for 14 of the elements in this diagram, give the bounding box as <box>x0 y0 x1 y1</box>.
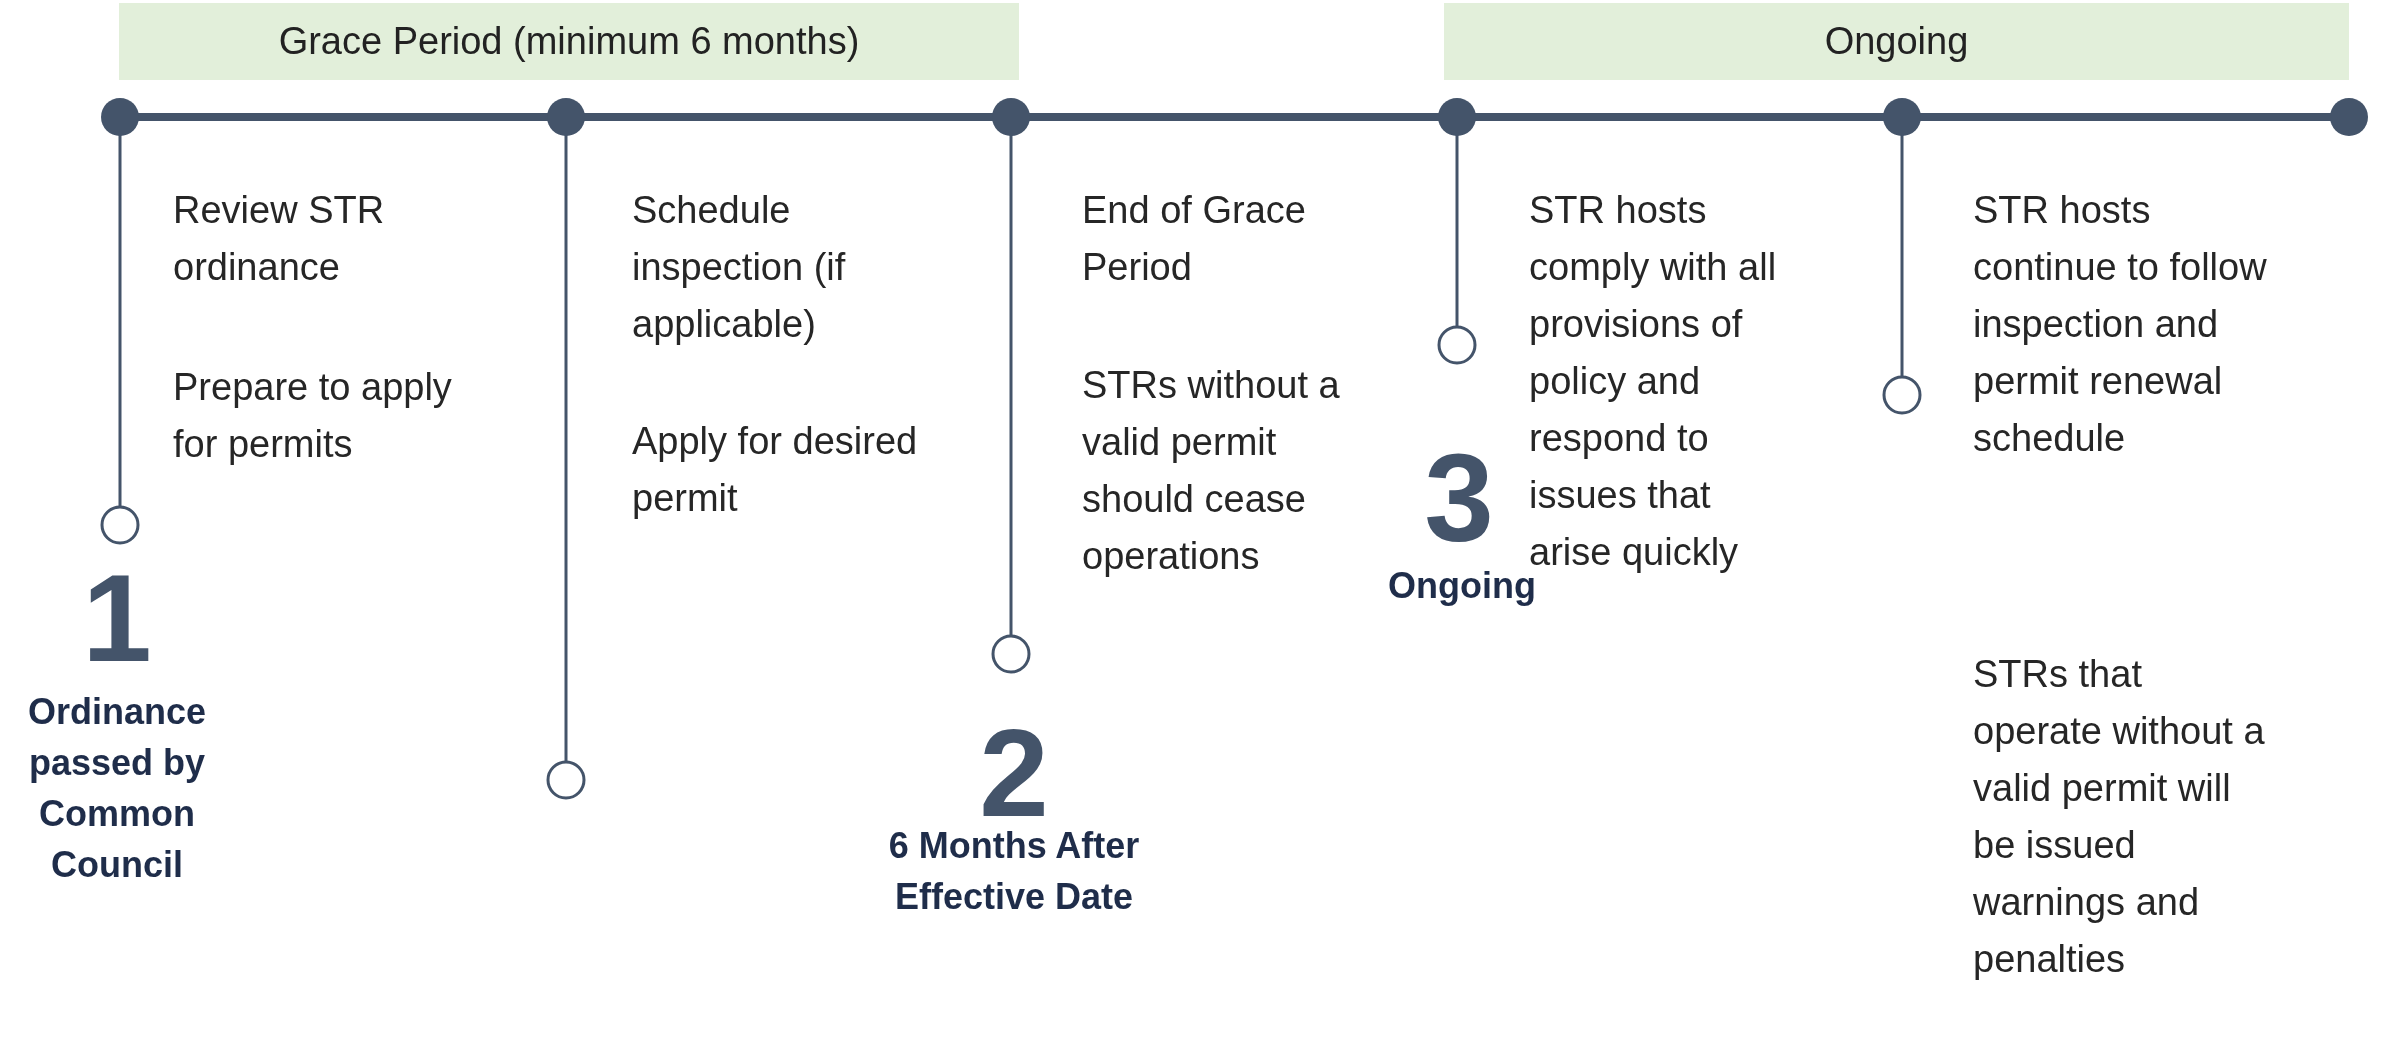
step-text: Schedule inspection (if applicable) <box>632 188 847 347</box>
step-text: STRs that operate without a valid permit will be issued warnings and penalties <box>1973 652 2266 982</box>
step-text: STR hosts continue to follow inspection and permit renewal schedule <box>1973 188 2268 461</box>
milestone-number: 3 <box>1423 435 1495 560</box>
step-text: Review STR ordinance <box>173 188 386 290</box>
milestone-number: 1 <box>81 555 153 680</box>
phase-band: Ongoing <box>1444 3 2349 80</box>
step-text: End of Grace Period <box>1082 188 1307 290</box>
step-text: STRs without a valid permit should cease operations <box>1082 363 1341 579</box>
milestone-caption: Ordinance passed by Common Council <box>26 690 208 887</box>
milestone-caption: 6 Months After Effective Date <box>887 824 1141 919</box>
phase-band: Grace Period (minimum 6 months) <box>119 3 1019 80</box>
step-text: Prepare to apply for permits <box>173 365 453 467</box>
step-text: Apply for desired permit <box>632 419 919 521</box>
